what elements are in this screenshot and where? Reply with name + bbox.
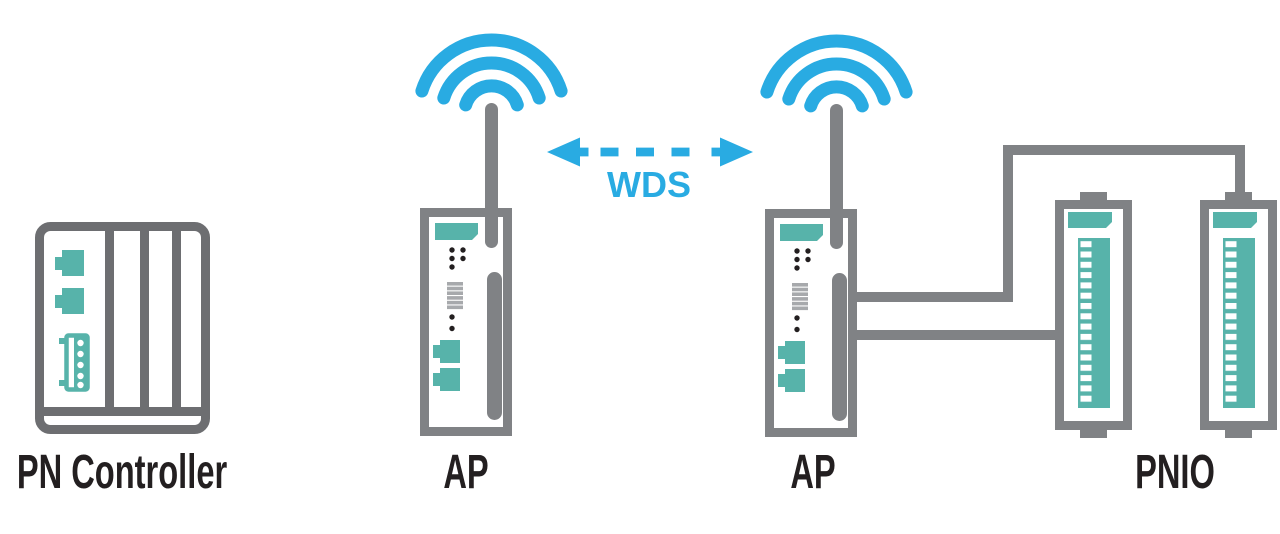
slot-divider <box>172 227 181 416</box>
slot-divider <box>105 227 114 416</box>
ap-device-right <box>767 41 906 432</box>
wds-wireless-link-arrow <box>547 137 753 167</box>
cable-ap-to-pnio-2 <box>852 145 1245 302</box>
pn-controller-device <box>35 222 210 434</box>
slot-divider <box>140 227 149 416</box>
arrowhead-right-icon <box>711 137 753 167</box>
arrowhead-left-icon <box>547 137 589 167</box>
ethernet-port-icon <box>55 288 84 314</box>
chassis-rail <box>44 407 201 416</box>
pnio-module-1 <box>1060 192 1128 438</box>
pnio-module-2 <box>1205 192 1273 438</box>
ap-device-left <box>422 40 561 431</box>
ethernet-port-icon <box>55 250 84 276</box>
terminal-connector <box>59 333 90 392</box>
